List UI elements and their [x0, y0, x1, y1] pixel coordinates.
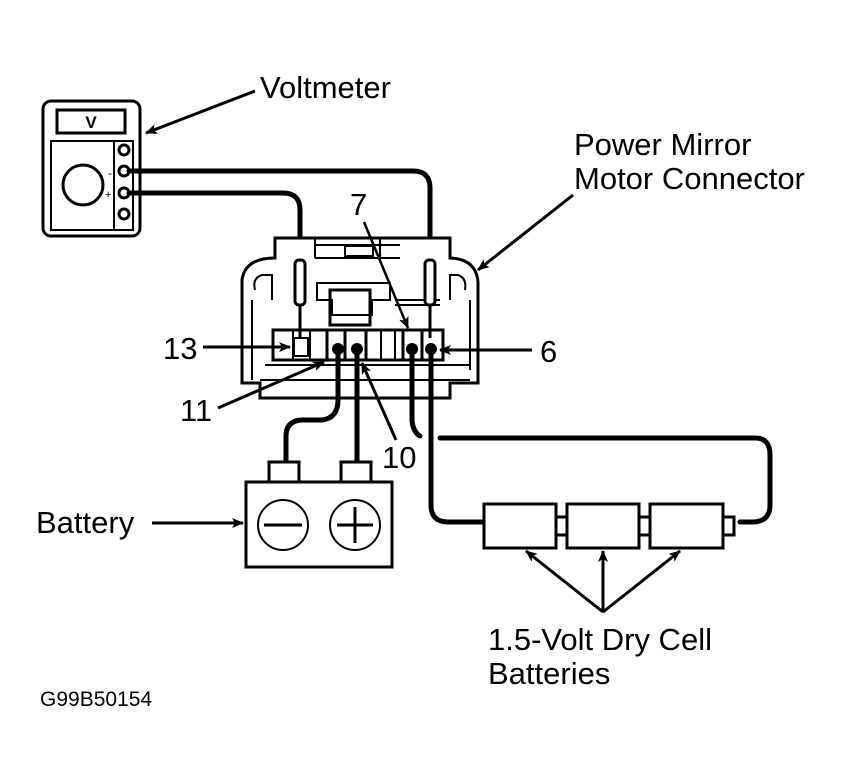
battery-label: Battery: [36, 505, 135, 540]
pin-10-label: 10: [382, 440, 416, 475]
dry-cells-label-line1: 1.5-Volt Dry Cell: [488, 622, 712, 657]
voltmeter-minus-mark: -: [108, 166, 112, 180]
voltmeter-label: Voltmeter: [260, 70, 391, 105]
connector-latch: [328, 288, 372, 327]
pin-10[interactable]: [351, 343, 363, 355]
probe-wire-negative: [126, 168, 433, 265]
voltmeter-plus-mark: +: [105, 189, 111, 201]
voltmeter-jack-1[interactable]: [117, 143, 131, 157]
pin-6-label: 6: [540, 334, 557, 369]
pin-11[interactable]: [332, 343, 344, 355]
battery-terminal-positive[interactable]: [339, 460, 373, 484]
figure-code: G99B50154: [40, 688, 152, 711]
pin-11-label: 11: [180, 393, 212, 428]
connector-arrow: [477, 193, 574, 272]
plus-icon: [329, 499, 381, 551]
connector-housing: [240, 236, 480, 400]
voltmeter-display-text: V: [85, 113, 97, 132]
dry-cell-1: [482, 502, 558, 550]
pin-7-label: 7: [350, 187, 367, 222]
voltmeter-arrow: [145, 89, 256, 135]
pin-10-arrow: [360, 362, 398, 441]
connector-label-line2: Motor Connector: [574, 161, 805, 196]
battery: [244, 460, 394, 569]
dry-cell-3: [648, 502, 725, 550]
pin-7[interactable]: [406, 343, 418, 355]
voltmeter-jack-4[interactable]: [117, 207, 131, 221]
pin-13-label: 13: [163, 331, 197, 366]
dry-cells-label-line2: Batteries: [488, 656, 610, 691]
voltmeter: V - +: [41, 99, 142, 238]
voltmeter-display: [55, 108, 127, 135]
pin-6[interactable]: [425, 343, 437, 355]
pin-11-arrow: [217, 360, 325, 410]
wire-pin-6: [428, 352, 487, 525]
voltmeter-panel: [50, 140, 134, 231]
dry-cells-arrows: [525, 549, 681, 614]
battery-terminal-negative[interactable]: [267, 460, 301, 484]
probe-positive[interactable]: [293, 258, 307, 338]
dry-cell-terminal: [721, 515, 736, 537]
dry-cell-2: [565, 502, 641, 550]
voltmeter-dial-icon: [61, 163, 105, 207]
minus-icon: [257, 499, 309, 551]
probe-wire-positive: [126, 190, 303, 265]
wire-pin-11: [283, 352, 341, 465]
connector-label-line1: Power Mirror: [574, 127, 751, 162]
wire-dry-cell-return: [437, 435, 773, 525]
dry-cells: [482, 502, 736, 550]
motor-connector: [240, 236, 480, 400]
wire-pin-7: [409, 352, 423, 439]
probe-negative[interactable]: [423, 258, 437, 338]
pin-7-arrow: [362, 221, 410, 329]
